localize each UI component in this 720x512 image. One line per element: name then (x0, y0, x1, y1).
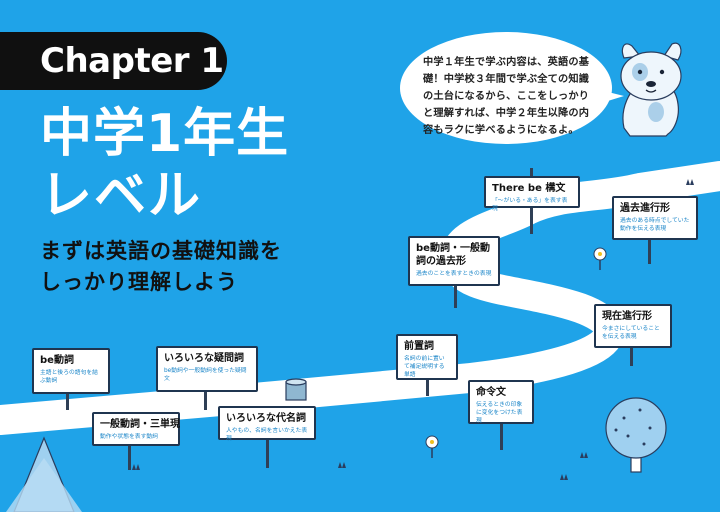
sign-desc: 過去のことを表すときの表現 (416, 271, 492, 277)
sign-desc: 「〜がいる・ある」を表す表現 (492, 198, 568, 212)
sign-post (204, 374, 207, 410)
sign-post (500, 410, 503, 450)
sign-desc: be動詞や一般動詞を使った疑問文 (164, 368, 247, 382)
page-title-line-1: 中学1年生 (40, 104, 290, 164)
sign-title: There be 構文 (492, 183, 566, 194)
flower-icon (425, 435, 439, 458)
subtitle-line-1: まずは英語の基礎知識を (40, 239, 282, 263)
sign-desc: 動作や状態を表す動詞 (100, 434, 158, 440)
sign-pronouns: いろいろな代名詞 人やもの、名詞を言いかえた表現 (218, 406, 316, 442)
subtitle-line-2: しっかり理解しよう (40, 270, 238, 294)
sign-desc: 伝えるときの印象に変化をつけた表現 (476, 402, 523, 424)
speech-bubble (400, 32, 624, 144)
sign-post (454, 272, 457, 308)
sign-past-tense: be動詞・一般動詞の過去形 過去のことを表すときの表現 (408, 236, 500, 286)
sign-be-verb: be動詞 主語と後ろの語句を結ぶ動詞 (32, 348, 110, 394)
sign-desc: 人やもの、名詞を言いかえた表現 (226, 428, 308, 442)
chapter-label: Chapter 1 (40, 41, 224, 81)
sign-past-progressive: 過去進行形 過去のある時点でしていた動作を伝える表現 (612, 196, 698, 240)
grass-tufts (132, 179, 694, 480)
sign-desc: 今まさにしていることを伝える表現 (602, 326, 660, 340)
subtitle: まずは英語の基礎知識を しっかり理解しよう (40, 236, 282, 298)
sign-desc: 過去のある時点でしていた動作を伝える表現 (620, 218, 690, 232)
page-title-line-2: レベル (40, 166, 203, 226)
flower-icon (593, 247, 607, 270)
sign-post (648, 220, 651, 264)
sign-imperatives: 命令文 伝えるときの印象に変化をつけた表現 (468, 380, 534, 424)
sign-post (266, 432, 269, 468)
dog-icon (620, 42, 682, 137)
sign-post (630, 330, 633, 366)
road (0, 161, 720, 435)
sign-title: いろいろな疑問詞 (164, 353, 244, 364)
sign-title: 命令文 (476, 387, 506, 398)
sign-title: 前置詞 (404, 341, 434, 352)
sign-title: 一般動詞・三単現 (100, 419, 180, 430)
tree-stump-icon (285, 378, 307, 401)
pine-tree-icon (6, 436, 82, 512)
sign-title: 過去進行形 (620, 203, 670, 214)
sign-desc: 主語と後ろの語句を結ぶ動詞 (40, 370, 98, 384)
sign-title: be動詞 (40, 355, 74, 366)
sign-interrogatives: いろいろな疑問詞 be動詞や一般動詞を使った疑問文 (156, 346, 258, 392)
sign-title: 現在進行形 (602, 311, 652, 322)
sign-title: be動詞・一般動詞の過去形 (416, 243, 490, 267)
speech-text: 中学１年生で学ぶ内容は、英語の基礎！中学校３年間で学ぶ全ての知識の土台になるから… (423, 57, 590, 136)
sign-desc: 名詞の前に置いて補足説明する単語 (404, 356, 445, 378)
sign-present-progressive: 現在進行形 今まさにしていることを伝える表現 (594, 304, 672, 348)
sign-there-be: There be 構文 「〜がいる・ある」を表す表現 (484, 176, 580, 212)
sign-post (128, 434, 131, 470)
sign-general-verb: 一般動詞・三単現 動作や状態を表す動詞 (92, 412, 180, 446)
chapter-tab: Chapter 1 (0, 32, 227, 90)
round-tree-icon (605, 397, 667, 473)
sign-title: いろいろな代名詞 (226, 413, 306, 424)
sign-prepositions: 前置詞 名詞の前に置いて補足説明する単語 (396, 334, 458, 380)
